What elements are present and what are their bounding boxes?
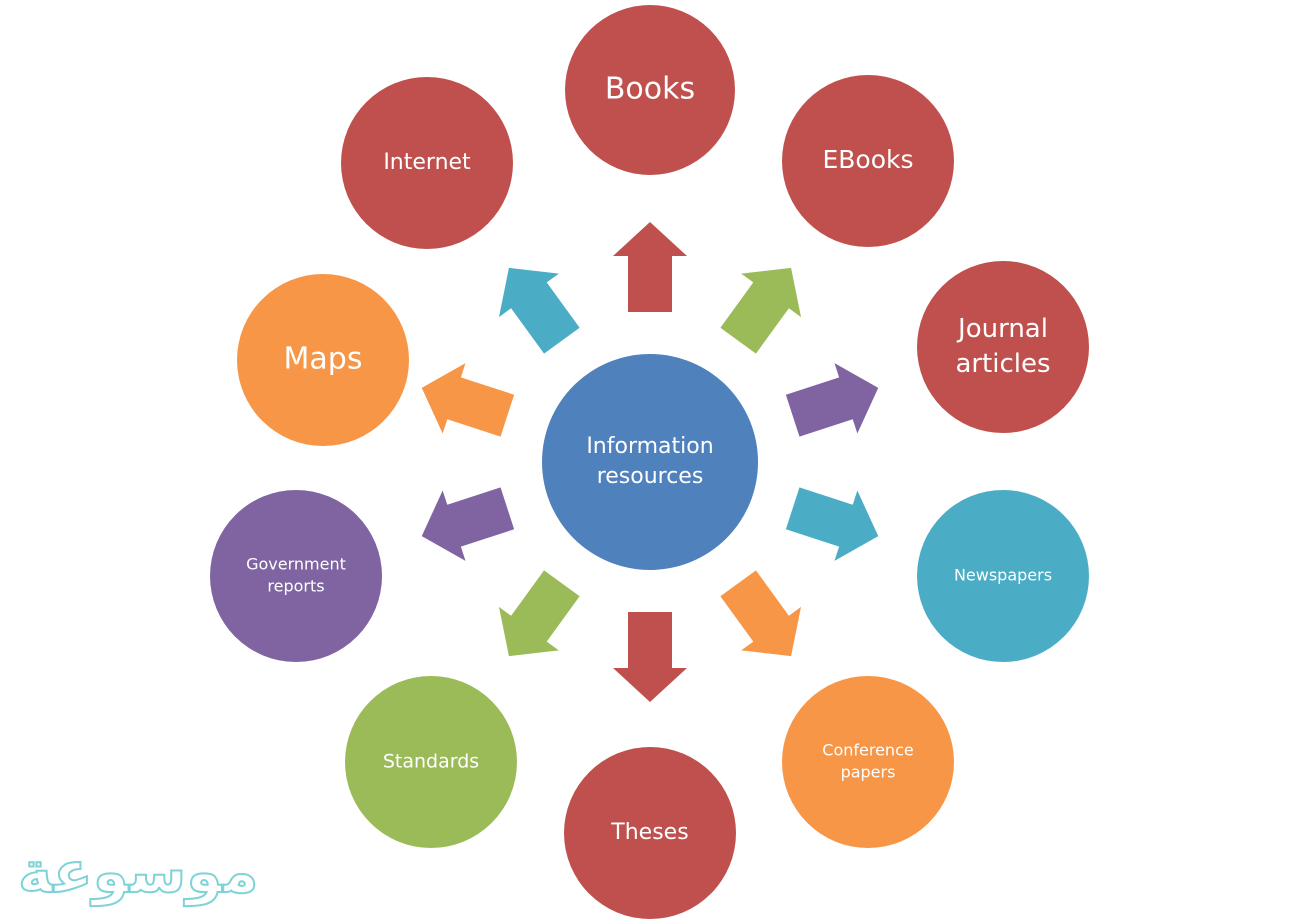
node-government-reports: Government reports: [210, 490, 382, 662]
node-label: articles: [955, 349, 1050, 379]
node-label: Maps: [284, 342, 363, 377]
node-label: Conference: [822, 741, 913, 760]
node-books: Books: [565, 5, 735, 175]
arrow-books: [613, 222, 687, 312]
center-circle: [542, 354, 758, 570]
node-journal-articles: Journal articles: [917, 261, 1089, 433]
arrow-internet: [498, 267, 580, 354]
arrow-newspapers: [785, 487, 879, 561]
node-label: Government: [246, 555, 346, 574]
node-circle: [917, 490, 1089, 662]
center-label: resources: [597, 464, 704, 489]
arrow-theses: [613, 612, 687, 702]
node-standards: Standards: [345, 676, 517, 848]
node-label: Journal: [956, 314, 1048, 344]
node-circle: [564, 747, 736, 919]
node-conference-papers: Conference papers: [782, 676, 954, 848]
node-label: Books: [605, 72, 695, 107]
node-label: Standards: [383, 751, 479, 773]
arrow-ebooks: [720, 267, 802, 354]
node-ebooks: EBooks: [782, 75, 954, 247]
arrow-conference-papers: [720, 570, 802, 657]
node-circle: [341, 77, 513, 249]
node-internet: Internet: [341, 77, 513, 249]
node-circle: [345, 676, 517, 848]
node-label: Internet: [383, 150, 471, 175]
node-circle: [565, 5, 735, 175]
node-label: reports: [267, 576, 324, 595]
node-theses: Theses: [564, 747, 736, 919]
node-maps: Maps: [237, 274, 409, 446]
watermark-logo: موسوعة: [17, 837, 261, 907]
node-label: Theses: [610, 820, 688, 845]
node-label: papers: [841, 762, 896, 781]
arrow-standards: [498, 570, 580, 657]
node-circle: [917, 261, 1089, 433]
node-newspapers: Newspapers: [917, 490, 1089, 662]
node-circle: [210, 490, 382, 662]
node-label: EBooks: [822, 145, 913, 174]
arrow-journal-articles: [785, 363, 879, 437]
arrow-government-reports: [421, 487, 515, 561]
center-label: Information: [586, 434, 713, 459]
node-circle: [237, 274, 409, 446]
node-circle: [782, 75, 954, 247]
node-circle: [782, 676, 954, 848]
node-label: Newspapers: [954, 566, 1052, 585]
arrow-maps: [421, 363, 515, 437]
center-node: Information resources: [542, 354, 758, 570]
